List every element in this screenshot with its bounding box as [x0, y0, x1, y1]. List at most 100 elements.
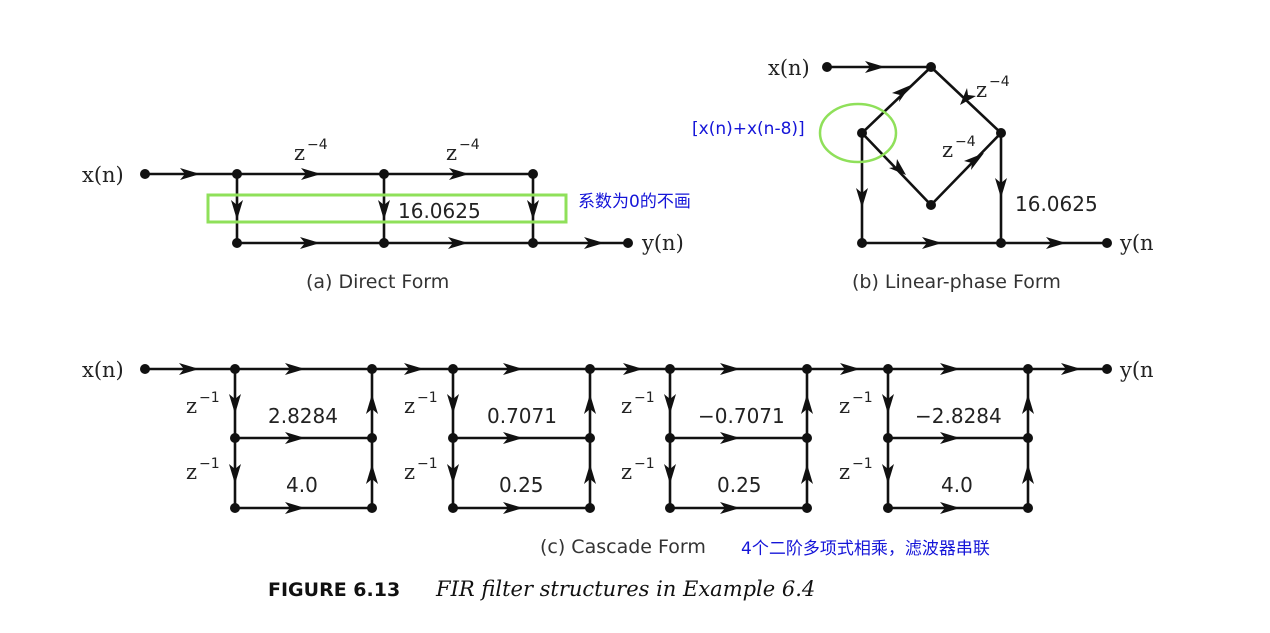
- direct-arrow: [301, 168, 321, 180]
- cascade-node: [883, 364, 893, 374]
- cascade-arrow: [229, 394, 241, 414]
- delay-label: z: [186, 460, 197, 484]
- direct-node: [232, 169, 242, 179]
- cascade-arrow: [940, 502, 960, 514]
- direct-arrow: [448, 237, 468, 249]
- cascade-node: [585, 503, 595, 513]
- cascade-arrow: [940, 363, 960, 375]
- cascade-arrow: [584, 464, 596, 484]
- cascade-arrow: [664, 394, 676, 414]
- section-b2-coefficient: 4.0: [941, 473, 973, 497]
- lp-input-label: x(n): [768, 56, 810, 80]
- delay-exp: −1: [199, 390, 220, 406]
- section-b1-coefficient: 0.7071: [487, 404, 557, 428]
- direct-arrow: [449, 168, 469, 180]
- lp-wire: [861, 66, 932, 134]
- direct-node: [528, 169, 538, 179]
- lp-node: [926, 62, 936, 72]
- lp-caption: (b) Linear-phase Form: [852, 271, 1061, 293]
- cascade-arrow: [179, 363, 199, 375]
- cascade-arrow: [404, 363, 424, 375]
- lp-delay-exp: −4: [989, 74, 1010, 90]
- cascade-section-3: z −1 z −1 −0.7071 0.25: [621, 363, 813, 514]
- lp-arrow: [922, 237, 942, 249]
- cascade-node: [665, 503, 675, 513]
- lp-delay-wire: [930, 132, 1002, 206]
- direct-arrow: [527, 200, 539, 220]
- cascade-output-label: y(n: [1119, 358, 1154, 382]
- delay-label: z: [404, 394, 415, 418]
- delay-label: z: [839, 394, 850, 418]
- cascade-node: [883, 503, 893, 513]
- delay-exp: −1: [634, 390, 655, 406]
- delay-label: z: [839, 460, 850, 484]
- cascade-form-diagram: x(n) y(n z −1 z: [82, 358, 1154, 559]
- cascade-arrow: [447, 394, 459, 414]
- direct-form-diagram: x(n) y(n) z −4 z −4 16.0625 (a) Direct F…: [82, 137, 691, 293]
- section-b2-coefficient: 4.0: [286, 473, 318, 497]
- cascade-section-1: z −1 z −1 2.8284 4.0: [186, 363, 378, 514]
- direct-note: 系数为0的不画: [578, 192, 691, 212]
- lp-node: [996, 128, 1006, 138]
- cascade-arrow: [720, 502, 740, 514]
- cascade-node: [230, 503, 240, 513]
- cascade-arrow: [366, 464, 378, 484]
- cascade-arrow: [720, 432, 740, 444]
- lp-delay-label: z: [976, 78, 987, 102]
- cascade-arrow: [664, 464, 676, 484]
- cascade-arrow: [940, 432, 960, 444]
- figure-caption: FIGURE 6.13 FIR filter structures in Exa…: [268, 577, 815, 601]
- lp-delay-label: z: [942, 138, 953, 162]
- cascade-arrow: [366, 394, 378, 414]
- cascade-node: [1023, 433, 1033, 443]
- lp-arrow: [960, 88, 976, 105]
- cascade-node: [448, 364, 458, 374]
- lp-output-label: y(n: [1119, 231, 1154, 255]
- cascade-arrow: [1061, 363, 1081, 375]
- direct-delay-exp: −4: [459, 137, 480, 153]
- direct-node: [379, 169, 389, 179]
- direct-node: [379, 238, 389, 248]
- direct-coefficient: 16.0625: [398, 199, 481, 223]
- lp-delay-exp: −4: [955, 134, 976, 150]
- cascade-arrow: [801, 394, 813, 414]
- delay-label: z: [621, 460, 632, 484]
- direct-arrow: [231, 200, 243, 220]
- cascade-node: [230, 364, 240, 374]
- cascade-arrow: [285, 363, 305, 375]
- cascade-output-node: [1102, 364, 1112, 374]
- lp-arrow: [1046, 237, 1066, 249]
- direct-output-node: [623, 238, 633, 248]
- cascade-arrow: [447, 464, 459, 484]
- lp-arrow: [856, 188, 868, 208]
- delay-exp: −1: [199, 456, 220, 472]
- cascade-caption: (c) Cascade Form: [540, 536, 706, 558]
- zero-coefficient-highlight: [206, 193, 568, 224]
- direct-arrow: [378, 200, 390, 220]
- lp-node: [926, 200, 936, 210]
- sum-node-highlight: [818, 102, 898, 164]
- cascade-node: [585, 364, 595, 374]
- cascade-node: [665, 433, 675, 443]
- delay-exp: −1: [417, 390, 438, 406]
- lp-node: [857, 238, 867, 248]
- section-b1-coefficient: −2.8284: [915, 404, 1002, 428]
- delay-exp: −1: [634, 456, 655, 472]
- cascade-node: [665, 364, 675, 374]
- cascade-arrow: [229, 464, 241, 484]
- cascade-arrow: [801, 464, 813, 484]
- delay-exp: −1: [852, 456, 873, 472]
- delay-exp: −1: [417, 456, 438, 472]
- lp-output-node: [1102, 238, 1112, 248]
- lp-arrow: [889, 159, 906, 175]
- cascade-arrow: [882, 394, 894, 414]
- lp-coefficient: 16.0625: [1015, 192, 1098, 216]
- linear-phase-form-diagram: x(n) y(n z −4 z −4 16.0625 (b) Linear-ph…: [692, 56, 1154, 293]
- figure-title: FIR filter structures in Example 6.4: [435, 577, 815, 601]
- cascade-node: [448, 503, 458, 513]
- delay-label: z: [186, 394, 197, 418]
- cascade-node: [802, 364, 812, 374]
- direct-arrow: [180, 168, 200, 180]
- lp-node: [857, 128, 867, 138]
